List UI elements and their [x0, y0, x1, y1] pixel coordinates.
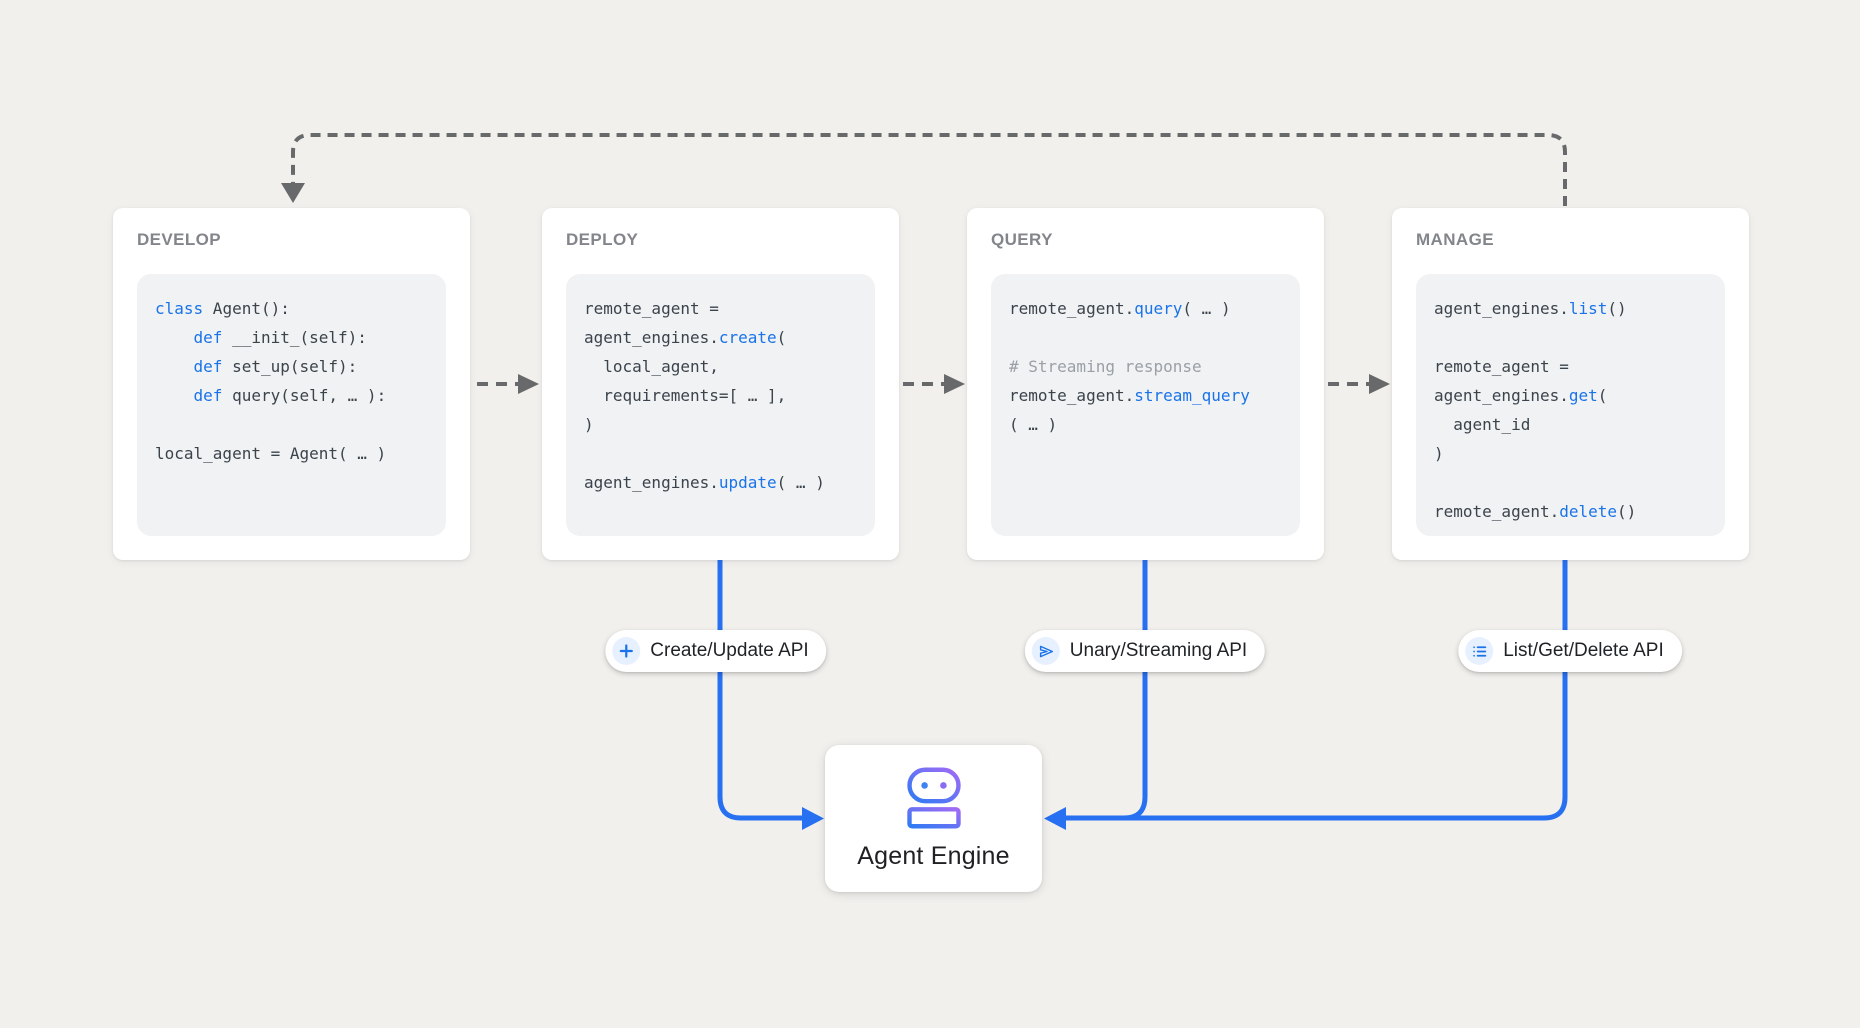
pill-label: Create/Update API	[650, 640, 809, 661]
code-line: agent_engines.get(	[1434, 386, 1608, 405]
code-line: )	[1434, 444, 1444, 463]
code-line: def query(self, … ):	[193, 386, 387, 405]
develop-card-title: DEVELOP	[137, 230, 222, 249]
deploy-card: DEPLOY remote_agent = agent_engines.creat…	[542, 208, 899, 560]
arrowhead-icon	[1044, 807, 1066, 830]
send-icon	[1031, 637, 1060, 665]
code-line	[1434, 323, 1707, 352]
code-line: def __init_(self):	[193, 328, 367, 347]
deploy-code-block: remote_agent = agent_engines.create( loca…	[566, 274, 875, 536]
list-icon	[1465, 637, 1494, 665]
code-line: agent_id	[1434, 415, 1531, 434]
code-line: requirements=[ … ],	[584, 386, 787, 405]
code-line: local_agent = Agent( … )	[155, 444, 387, 463]
manage-code-block: agent_engines.list() remote_agent = agent…	[1416, 274, 1725, 536]
code-line: agent_engines.create(	[584, 328, 787, 347]
deploy-to-engine-line	[717, 560, 824, 830]
query-to-engine-line	[1105, 560, 1148, 821]
query-card: QUERY remote_agent.query( … ) # Streamin…	[967, 208, 1324, 560]
develop-to-deploy-arrow	[477, 374, 539, 394]
code-line: def set_up(self):	[193, 357, 358, 376]
plus-icon	[612, 637, 641, 665]
develop-code-block: class Agent(): def __init_(self): def se…	[137, 274, 446, 536]
code-line: remote_agent =	[584, 299, 719, 318]
agent-engine-node: Agent Engine	[825, 745, 1042, 892]
manage-to-engine-line	[1044, 560, 1568, 830]
feedback-arrowhead-icon	[281, 183, 305, 203]
arrowhead-icon	[802, 807, 824, 830]
deploy-card-title: DEPLOY	[566, 230, 639, 249]
query-code-block: remote_agent.query( … ) # Streaming resp…	[991, 274, 1300, 536]
feedback-loop-dashed-line	[291, 133, 1567, 206]
query-to-manage-arrow	[1328, 374, 1390, 394]
arrowhead-icon	[518, 374, 539, 394]
list-get-delete-api-pill: List/Get/Delete API	[1458, 630, 1682, 672]
manage-card: MANAGE agent_engines.list() remote_agent…	[1392, 208, 1749, 560]
manage-card-title: MANAGE	[1416, 230, 1494, 249]
code-line: remote_agent.delete()	[1434, 502, 1637, 521]
code-line: # Streaming response	[1009, 357, 1202, 376]
code-line: agent_engines.update( … )	[584, 473, 825, 492]
arrowhead-icon	[1369, 374, 1390, 394]
code-line	[1009, 323, 1282, 352]
robot-icon	[906, 767, 961, 828]
agent-engine-label: Agent Engine	[857, 841, 1010, 870]
code-line: remote_agent.query( … )	[1009, 299, 1231, 318]
code-line: ( … )	[1009, 415, 1058, 434]
code-line: )	[584, 415, 594, 434]
code-line: remote_agent.stream_query	[1009, 386, 1250, 405]
code-line	[155, 410, 428, 439]
code-line: local_agent,	[584, 357, 719, 376]
code-line: class Agent():	[155, 299, 290, 318]
pill-label: List/Get/Delete API	[1503, 640, 1664, 661]
pill-label: Unary/Streaming API	[1069, 640, 1248, 661]
code-line	[1434, 468, 1707, 497]
create-update-api-pill: Create/Update API	[605, 630, 827, 672]
unary-streaming-api-pill: Unary/Streaming API	[1024, 630, 1266, 672]
code-line	[584, 439, 857, 468]
query-card-title: QUERY	[991, 230, 1053, 249]
arrowhead-icon	[944, 374, 965, 394]
code-line: remote_agent =	[1434, 357, 1569, 376]
code-line: agent_engines.list()	[1434, 299, 1627, 318]
develop-card: DEVELOP class Agent(): def __init_(self)…	[113, 208, 470, 560]
deploy-to-query-arrow	[903, 374, 965, 394]
